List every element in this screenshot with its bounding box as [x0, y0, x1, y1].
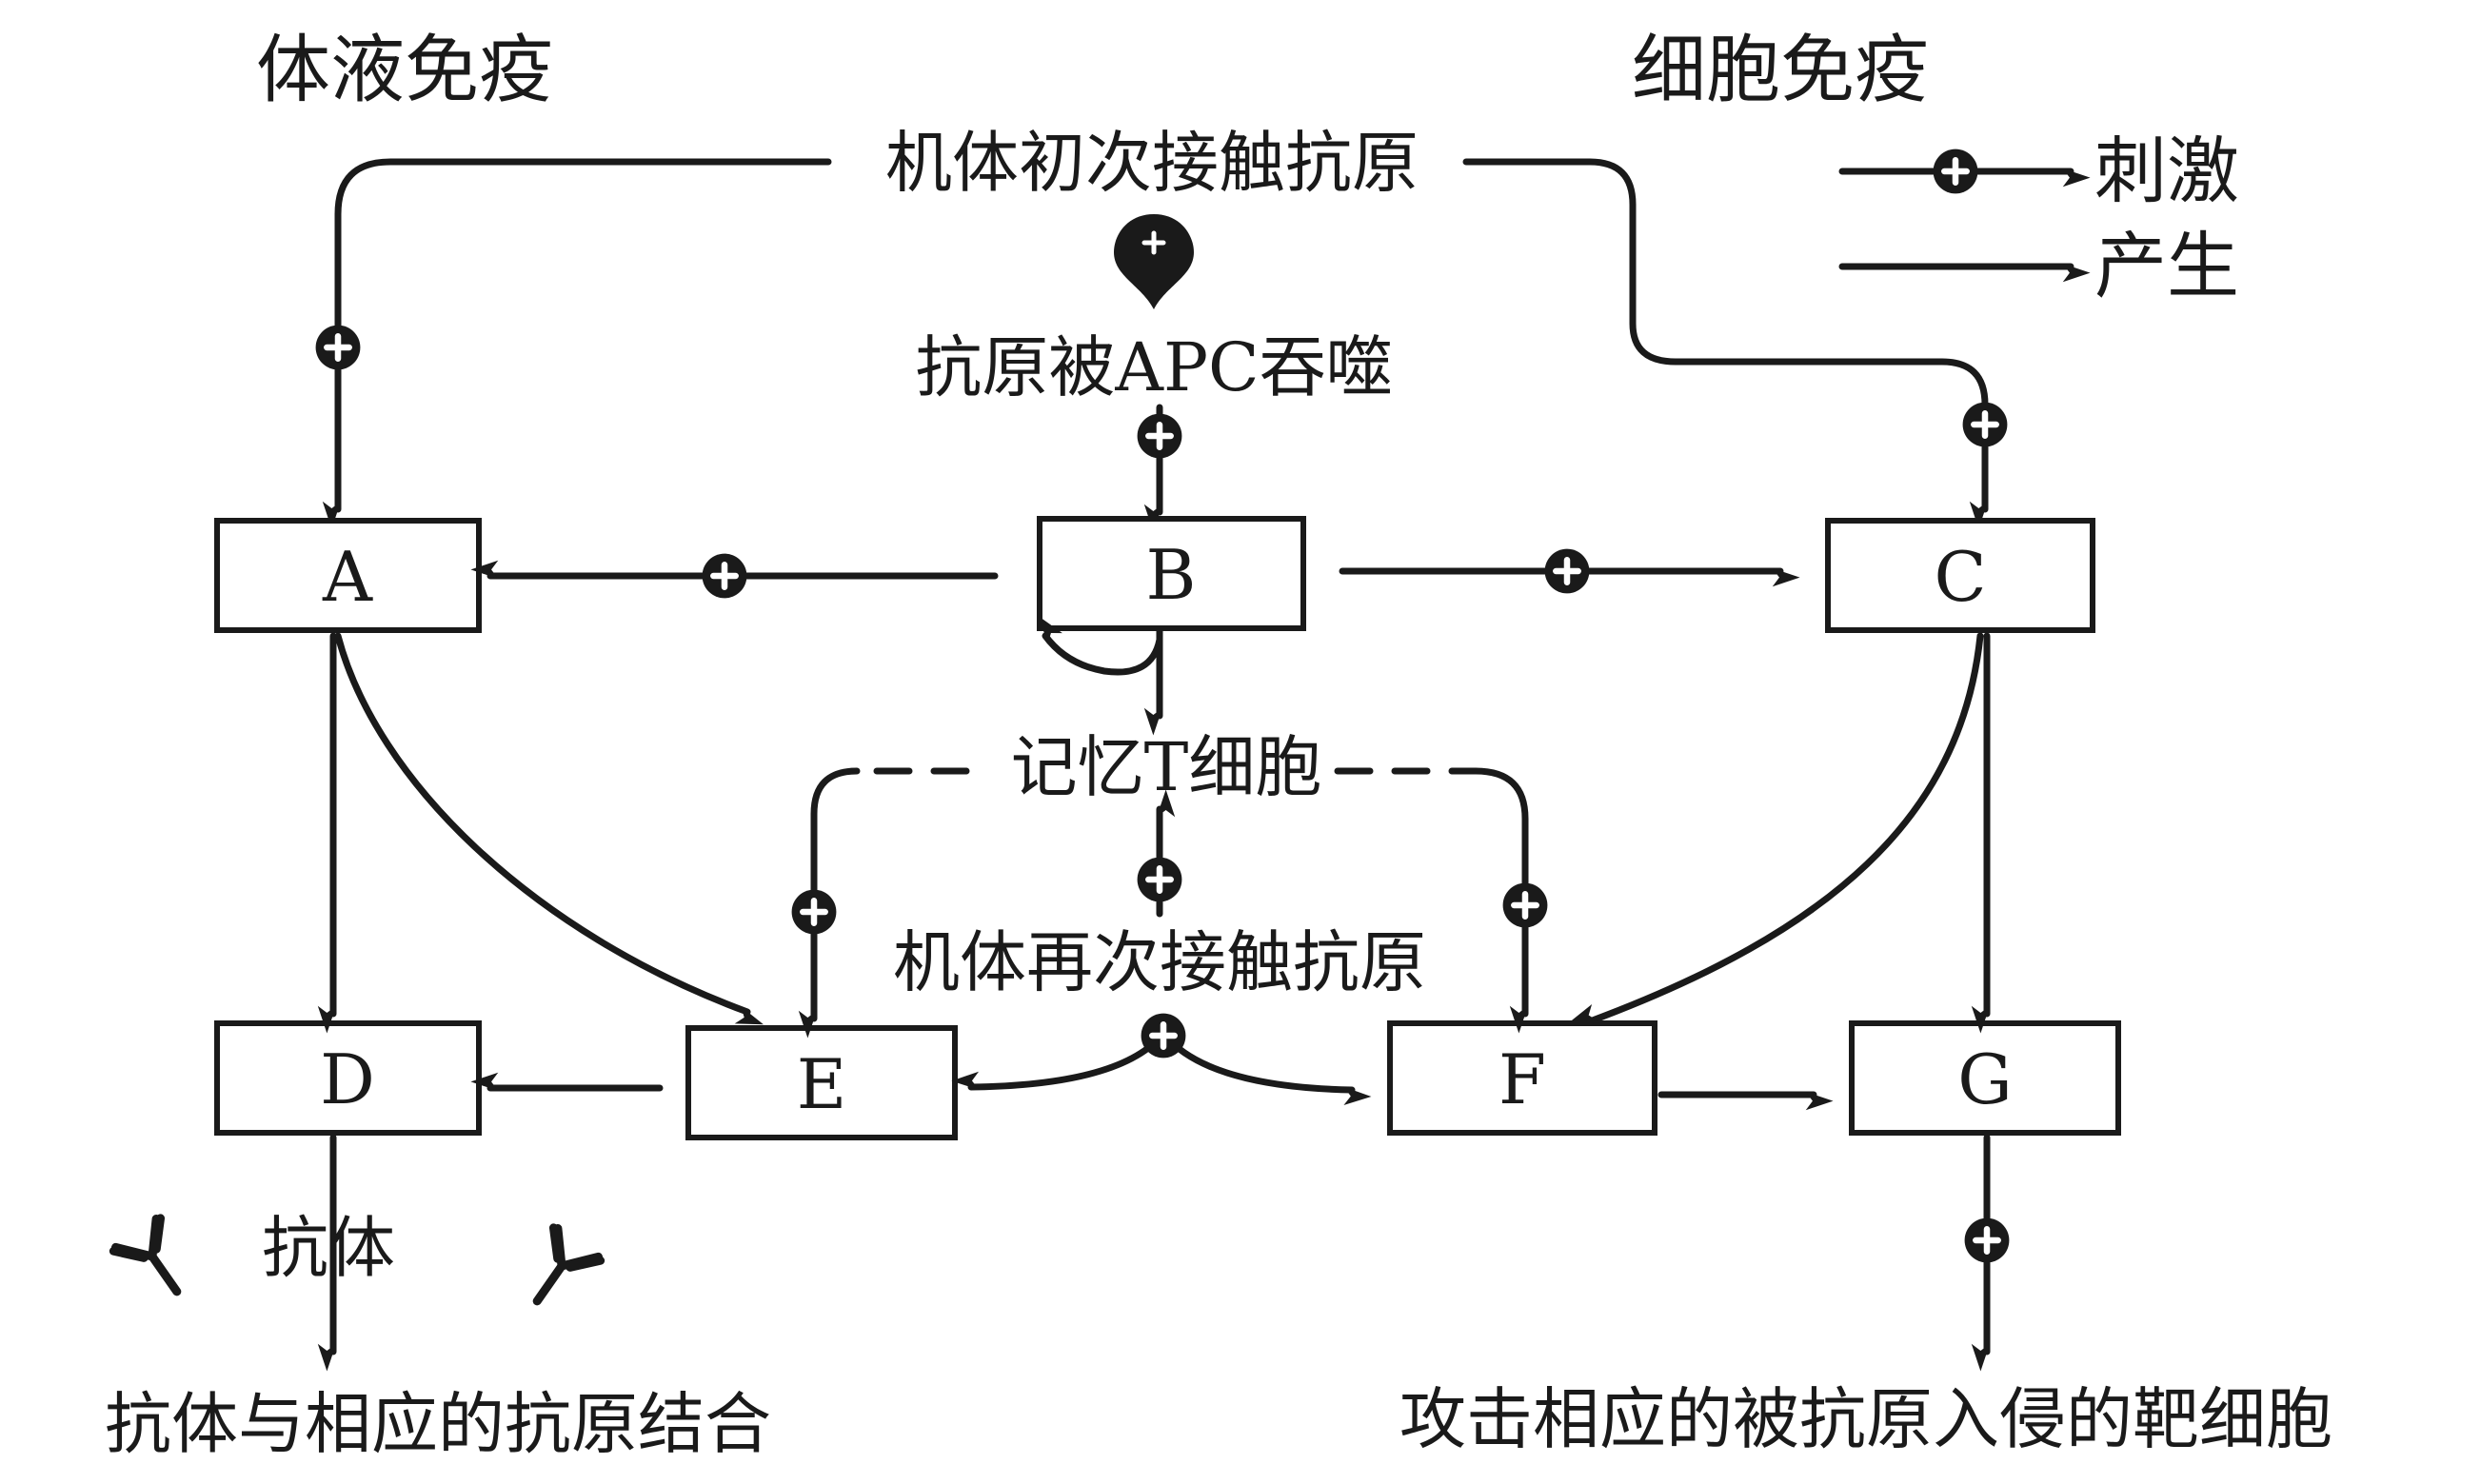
box-A-label: A — [322, 537, 373, 617]
box-F-label: F — [1499, 1039, 1546, 1119]
label-attack-target-cells: 攻击相应的被抗原入侵的靶细胞 — [1399, 1380, 2332, 1458]
arrow-C-to-F — [1569, 632, 1984, 1025]
arrow-A-to-E — [334, 632, 764, 1025]
plus-icon-second-contact-to-memory-t — [1138, 858, 1182, 902]
arrow-memory-t-to-F — [1472, 767, 1529, 1034]
label-first-antigen-contact: 机体初次接触抗原 — [885, 124, 1419, 202]
plus-icon-first-contact-to-C — [1963, 403, 2008, 447]
antibody-icon-left — [109, 1214, 182, 1296]
box-B-label: B — [1146, 535, 1197, 615]
arrow-first-contact-to-C — [1462, 158, 1989, 529]
cellular-immunity-title: 细胞免疫 — [1632, 28, 1929, 113]
box-G: G — [1849, 1020, 2121, 1136]
plus-icon-memory-t-to-F — [1503, 883, 1548, 928]
box-B: B — [1037, 516, 1306, 631]
arrow-first-contact-to-A — [322, 158, 832, 529]
plus-icon-G-to-attack-target — [1965, 1218, 2010, 1263]
label-antibody: 抗体 — [262, 1209, 395, 1287]
label-memory-t-cell: 记忆T细胞 — [1011, 728, 1322, 806]
arrow-memory-t-to-E — [798, 767, 861, 1039]
legend-stimulate-plus-icon — [1934, 149, 1978, 194]
box-G-label: G — [1957, 1039, 2013, 1119]
plus-icon-apc-to-B — [1138, 414, 1182, 459]
plus-icon-second-contact-split — [1141, 1014, 1186, 1059]
label-antigen-engulfed-by-apc: 抗原被APC吞噬 — [915, 328, 1392, 406]
box-E-label: E — [797, 1044, 847, 1124]
box-D: D — [214, 1020, 482, 1136]
plus-icon-B-to-A — [703, 554, 747, 599]
arrow-B-self-loop — [1039, 616, 1163, 676]
box-D-label: D — [320, 1039, 375, 1119]
stimulate-teardrop-icon — [1114, 214, 1194, 309]
plus-icon-B-to-C — [1545, 549, 1590, 594]
antibody-icon-right — [532, 1223, 605, 1306]
arrow-second-contact-to-E — [951, 1032, 1165, 1091]
box-F: F — [1387, 1020, 1657, 1136]
label-antibody-binds-antigen: 抗体与相应的抗原结合 — [105, 1385, 771, 1463]
legend: 刺激 产生 — [1838, 129, 2239, 308]
label-second-antigen-contact: 机体再次接触抗原 — [893, 923, 1426, 1001]
box-A: A — [214, 518, 482, 633]
box-E: E — [685, 1025, 958, 1140]
plus-icon-memory-t-to-E — [792, 890, 837, 935]
arrow-second-contact-to-F — [1161, 1032, 1372, 1106]
legend-stimulate-label: 刺激 — [2094, 129, 2239, 213]
humoral-immunity-title: 体液免疫 — [256, 28, 553, 113]
plus-icon-first-contact-to-A — [316, 326, 361, 370]
legend-produce-label: 产生 — [2094, 224, 2239, 308]
box-C-label: C — [1934, 537, 1986, 617]
box-C: C — [1825, 518, 2095, 633]
